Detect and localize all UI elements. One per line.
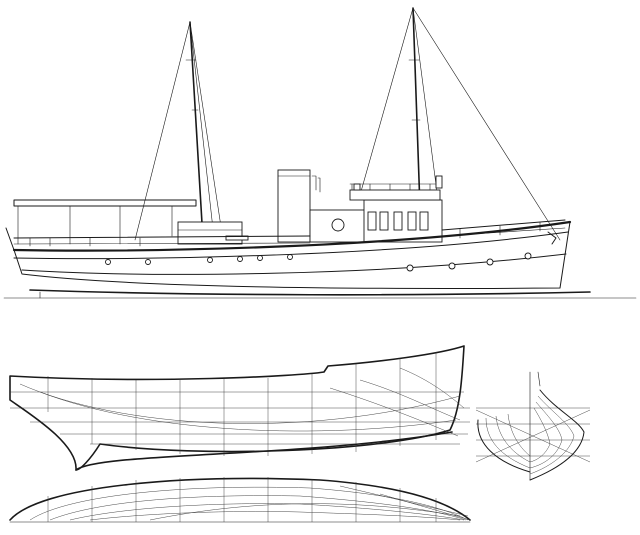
wheelhouse xyxy=(309,175,443,243)
half-breadth-plan xyxy=(9,477,471,523)
portholes xyxy=(105,252,532,272)
main-mast xyxy=(359,7,561,241)
anchor xyxy=(547,231,557,245)
body-plan xyxy=(475,371,591,481)
aft-deckhouse xyxy=(177,221,249,245)
profile-elevation xyxy=(3,7,637,299)
funnel xyxy=(277,169,321,243)
fore-mast xyxy=(134,21,224,241)
sheer-plan xyxy=(9,345,470,471)
